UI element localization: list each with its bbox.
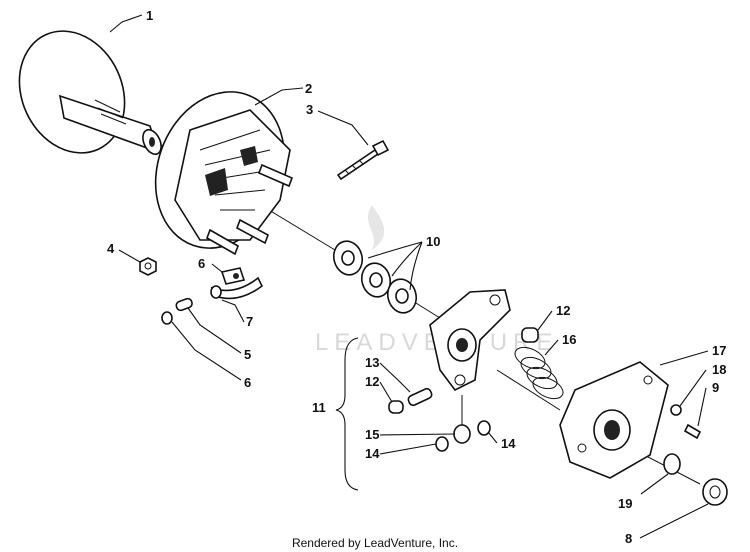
callout-1: 1 bbox=[146, 8, 153, 23]
callout-11: 11 bbox=[312, 400, 326, 415]
callout-3: 3 bbox=[306, 102, 313, 117]
callout-17: 17 bbox=[712, 343, 726, 358]
group-11-bracket bbox=[335, 337, 359, 491]
callout-14a: 14 bbox=[501, 436, 516, 451]
footer-credit: Rendered by LeadVenture, Inc. bbox=[291, 536, 459, 550]
callout-6a: 6 bbox=[198, 256, 205, 271]
part-7-weight bbox=[210, 267, 264, 300]
callout-8: 8 bbox=[625, 531, 632, 546]
callout-5: 5 bbox=[244, 347, 251, 362]
part-9-screw bbox=[683, 423, 702, 440]
callout-15: 15 bbox=[365, 427, 379, 442]
callout-9: 9 bbox=[712, 380, 719, 395]
part-18-nut bbox=[670, 404, 682, 416]
callout-14b: 14 bbox=[365, 446, 380, 461]
callout-12a: 12 bbox=[556, 303, 570, 318]
part-8-cap bbox=[702, 478, 728, 506]
part-15-bushing bbox=[453, 424, 471, 444]
callout-4: 4 bbox=[107, 241, 115, 256]
part-3-bolt bbox=[336, 139, 390, 181]
callout-19: 19 bbox=[618, 496, 632, 511]
part-4-nut bbox=[139, 257, 157, 276]
callout-12b: 12 bbox=[365, 374, 379, 389]
callout-7: 7 bbox=[246, 314, 253, 329]
part-16-spring bbox=[514, 346, 564, 400]
part-17-cover bbox=[559, 361, 669, 479]
callout-2: 2 bbox=[305, 81, 312, 96]
part-2-housing bbox=[154, 91, 294, 256]
part-13-pin bbox=[407, 387, 433, 407]
callout-6b: 6 bbox=[244, 375, 251, 390]
callout-16: 16 bbox=[562, 332, 576, 347]
part-6-bushing bbox=[161, 285, 222, 325]
part-10-washers bbox=[332, 240, 418, 314]
part-5-pin bbox=[175, 297, 193, 312]
part-11-spider bbox=[429, 289, 511, 392]
callout-13: 13 bbox=[365, 355, 379, 370]
callout-numbers: 1 2 3 4 5 6 6 7 8 9 10 11 12 12 13 14 14… bbox=[107, 8, 726, 546]
part-19-washer bbox=[663, 453, 681, 475]
part-12-roller bbox=[388, 327, 539, 414]
part-1-sheave bbox=[18, 30, 162, 156]
callout-10: 10 bbox=[426, 234, 440, 249]
leader-lines bbox=[109, 14, 709, 539]
callout-18: 18 bbox=[712, 362, 726, 377]
